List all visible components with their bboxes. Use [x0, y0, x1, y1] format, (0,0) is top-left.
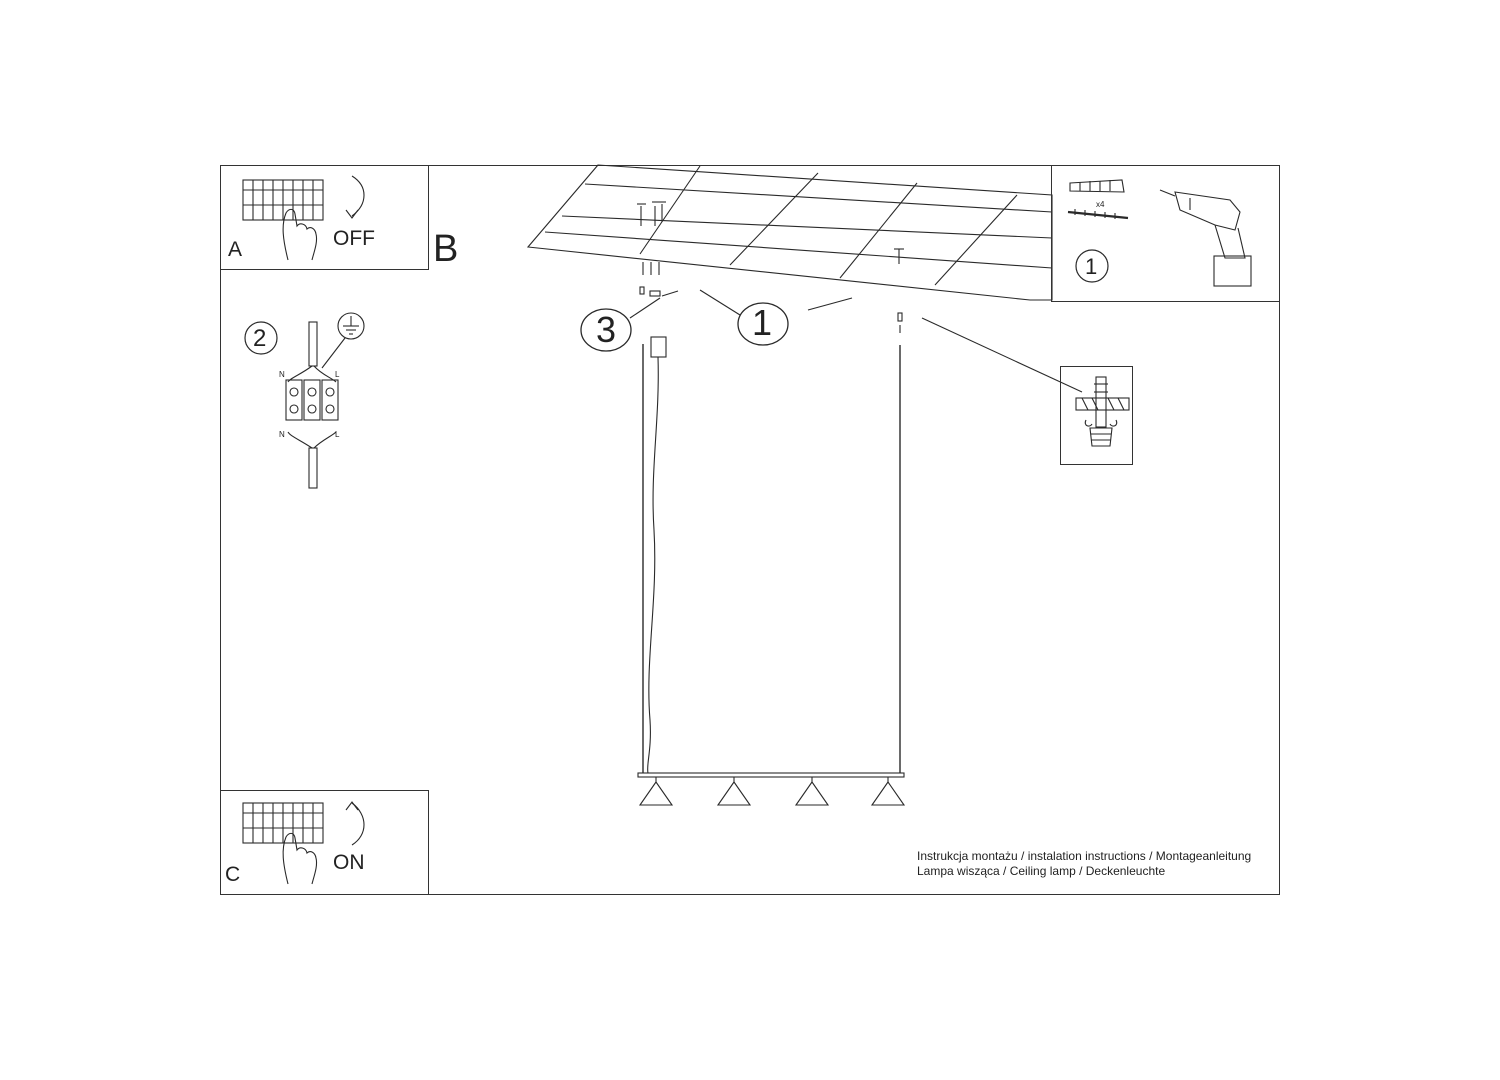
breaker-on-illustration [242, 801, 365, 885]
ceiling-grid [526, 164, 1053, 301]
instruction-frame [220, 165, 1280, 895]
callout-3-circle [580, 308, 632, 352]
wire-n-top: N [279, 370, 285, 379]
anchor-detail [1075, 376, 1130, 447]
step-a-label: A [228, 238, 243, 261]
pendant-lamp [637, 336, 906, 806]
callout-3-number: 3 [596, 309, 617, 350]
wire-l-bottom: L [335, 430, 340, 439]
callout-2-circle [244, 321, 278, 355]
footer-line-2: Lampa wisząca / Ceiling lamp / Deckenleu… [917, 864, 1166, 878]
ceiling-mount-hardware [637, 201, 904, 333]
wall-plug-icon [1069, 179, 1125, 193]
footer-line-1: Instrukcja montażu / instalation instruc… [917, 849, 1252, 863]
callout-tools-circle [1075, 249, 1109, 283]
lamp-shade-2 [716, 777, 752, 806]
callout-2-number: 2 [253, 325, 267, 352]
lamp-shade-1 [638, 777, 674, 806]
tools-step-number: 1 [1085, 254, 1098, 279]
footer-caption: Instrukcja montażu / instalation instruc… [917, 849, 1251, 879]
step-b-label: B [433, 228, 459, 270]
step-c-label: C [225, 863, 241, 886]
tools-quantity: x4 [1096, 200, 1105, 209]
wire-l-top: L [335, 370, 340, 379]
power-off-label: OFF [333, 227, 375, 250]
tools-panel [1051, 165, 1280, 302]
power-on-label: ON [333, 851, 365, 874]
lamp-shade-3 [794, 777, 830, 806]
anchor-detail-panel [1060, 366, 1133, 465]
screw-icon [1067, 210, 1129, 220]
drill-icon [1159, 189, 1252, 287]
lamp-shade-4 [870, 777, 906, 806]
terminal-block-wiring [285, 312, 365, 489]
wire-n-bottom: N [279, 430, 285, 439]
breaker-off-illustration [242, 175, 365, 261]
tools-illustration [1067, 179, 1252, 287]
step-a-panel [220, 165, 429, 270]
callout-1-number: 1 [752, 302, 773, 343]
ground-symbol-icon [337, 312, 365, 340]
callout-1-circle [737, 302, 789, 346]
